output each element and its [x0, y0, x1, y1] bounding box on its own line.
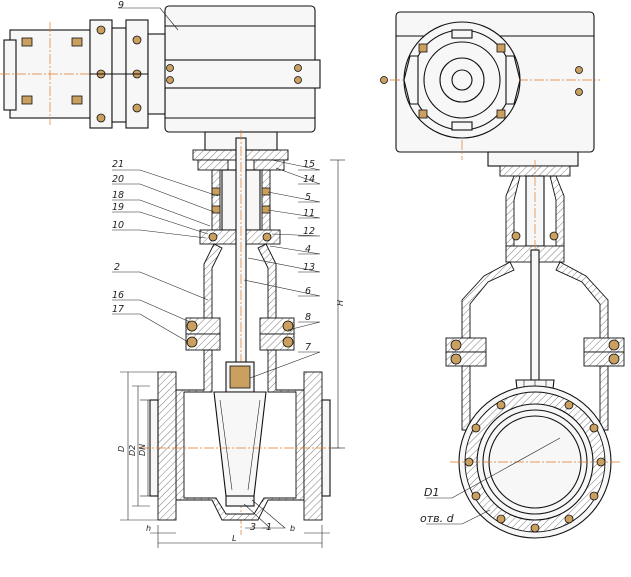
callout-13: 13: [303, 262, 315, 273]
yoke-side: [499, 160, 571, 540]
label-holes: отв. d: [420, 512, 455, 525]
bonnet: [185, 243, 295, 351]
side-view: D1 отв. d: [380, 11, 625, 540]
callout-21: 21: [112, 159, 124, 170]
dim-L: L: [232, 534, 236, 543]
callout-5: 5: [305, 192, 311, 203]
dim-H: H: [336, 300, 345, 306]
callout-2: 2: [114, 262, 120, 273]
actuator-front: [0, 5, 321, 133]
callout-7: 7: [305, 342, 311, 353]
callout-1: 1: [266, 522, 272, 533]
label-d1: D1: [424, 486, 439, 499]
callout-3: 3: [250, 522, 256, 533]
callout-19: 19: [112, 202, 124, 213]
leader-lines: [112, 7, 321, 529]
callout-6: 6: [305, 286, 311, 297]
callout-16: 16: [112, 290, 124, 301]
body-side: [445, 249, 625, 431]
callout-11: 11: [303, 208, 315, 219]
end-flanges: [140, 371, 340, 521]
callout-labels: 21 20 18 19 10 2 16 17 15 14 5 11 12 4 1…: [112, 0, 315, 533]
callout-18: 18: [112, 190, 124, 201]
callout-17: 17: [112, 304, 124, 315]
callout-8: 8: [305, 312, 311, 323]
dim-h: h: [146, 524, 151, 533]
dim-b: b: [290, 524, 295, 533]
side-leader-lines: [426, 437, 561, 525]
callout-10: 10: [112, 220, 124, 231]
callout-4: 4: [305, 244, 311, 255]
callout-15: 15: [303, 159, 315, 170]
body: [175, 349, 305, 521]
dimension-labels: h b L H D D2 DN: [117, 300, 345, 543]
callout-12: 12: [303, 226, 315, 237]
dim-DN: DN: [138, 444, 147, 456]
front-section-view: 21 20 18 19 10 2 16 17 15 14 5 11 12 4 1…: [0, 0, 345, 548]
actuator-side: [380, 11, 600, 167]
dimension-lines: [120, 159, 345, 548]
side-labels: D1 отв. d: [420, 486, 455, 525]
dim-D2: D2: [128, 445, 137, 456]
callout-9: 9: [118, 0, 124, 11]
flange-circle: [450, 385, 620, 539]
callout-14: 14: [303, 174, 315, 185]
dim-D: D: [117, 446, 126, 452]
callout-20: 20: [112, 174, 124, 185]
